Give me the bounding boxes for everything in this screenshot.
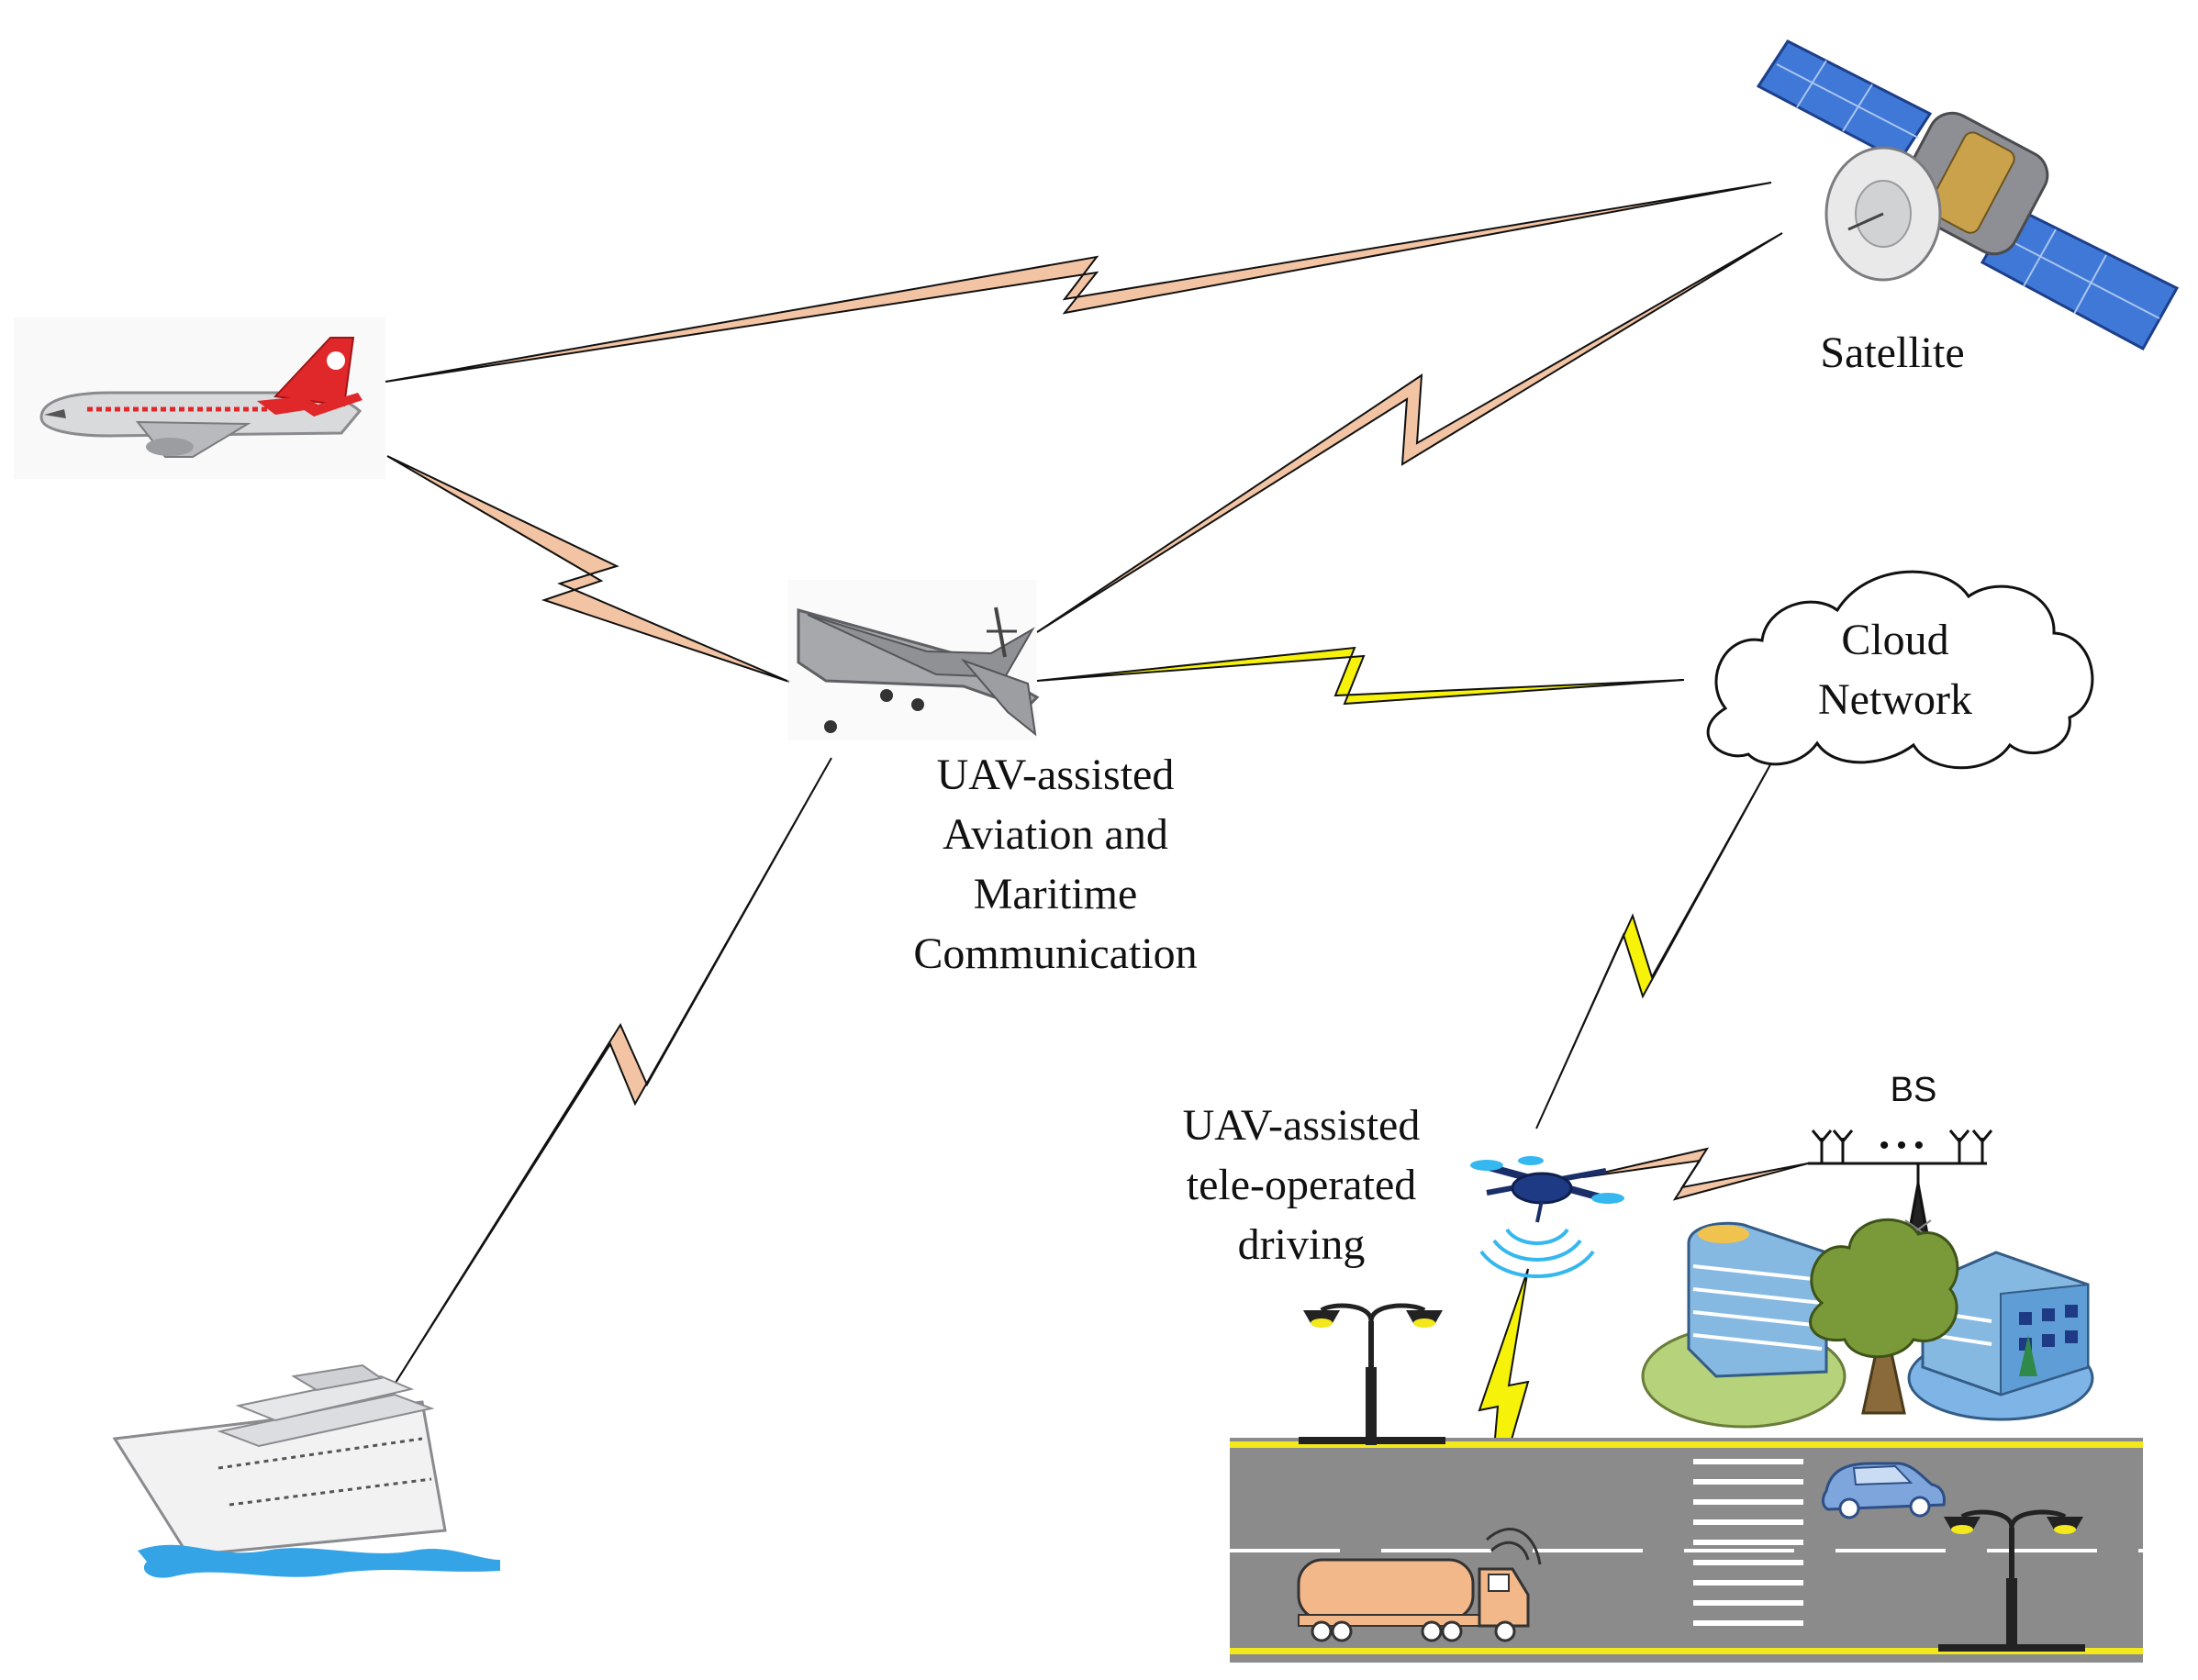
airplane-icon <box>14 317 385 479</box>
link-uav-ship <box>388 757 832 1394</box>
uav-driving-line-3: driving <box>1238 1220 1366 1269</box>
link-uav-satellite <box>1036 232 1783 633</box>
road <box>1230 1438 2143 1663</box>
uav-driving-line-2: tele-operated <box>1187 1161 1417 1209</box>
street-lamp-icon <box>1299 1303 1445 1445</box>
uav-aviation-line-3: Maritime <box>974 870 1138 918</box>
quadcopter-drone-icon <box>1470 1156 1624 1223</box>
uav-driving-line-1: UAV-assisted <box>1183 1101 1421 1150</box>
satellite-label: Satellite <box>1820 328 1964 377</box>
buildings-icon <box>1641 1221 2094 1429</box>
tree-icon <box>1809 1218 1959 1415</box>
cloud-label-line-1: Cloud <box>1841 616 1948 664</box>
cruise-ship-icon <box>112 1363 500 1578</box>
cloud-label-line-2: Network <box>1818 675 1972 724</box>
signal-waves-icon <box>1479 1228 1595 1278</box>
crosswalk <box>1693 1459 1803 1626</box>
link-airplane-satellite <box>385 182 1772 383</box>
military-drone-icon <box>787 580 1040 740</box>
link-airplane-uav <box>386 455 790 683</box>
link-uav-cloud <box>1036 646 1685 706</box>
bs-antenna-dots: • • • <box>1880 1130 1924 1161</box>
uav-driving-label: UAV-assisted tele-operated driving <box>1183 1101 1421 1269</box>
uav-aviation-line-4: Communication <box>913 929 1197 978</box>
satellite-icon <box>1756 39 2180 351</box>
link-cloud-quadcopter <box>1535 759 1774 1129</box>
uav-aviation-label: UAV-assisted Aviation and Maritime Commu… <box>913 751 1197 978</box>
links-layer <box>385 182 1809 1524</box>
street-lamp-icon <box>1938 1509 2085 1652</box>
uav-aviation-line-1: UAV-assisted <box>937 751 1175 799</box>
car-icon <box>1822 1462 1946 1519</box>
tanker-truck-icon <box>1297 1528 1542 1642</box>
link-quadcopter-bs <box>1582 1147 1809 1201</box>
uav-aviation-line-2: Aviation and <box>943 810 1168 859</box>
bs-label: BS <box>1891 1071 1937 1109</box>
solar-panel-left <box>1756 39 1933 162</box>
cloud-icon <box>1706 570 2094 770</box>
